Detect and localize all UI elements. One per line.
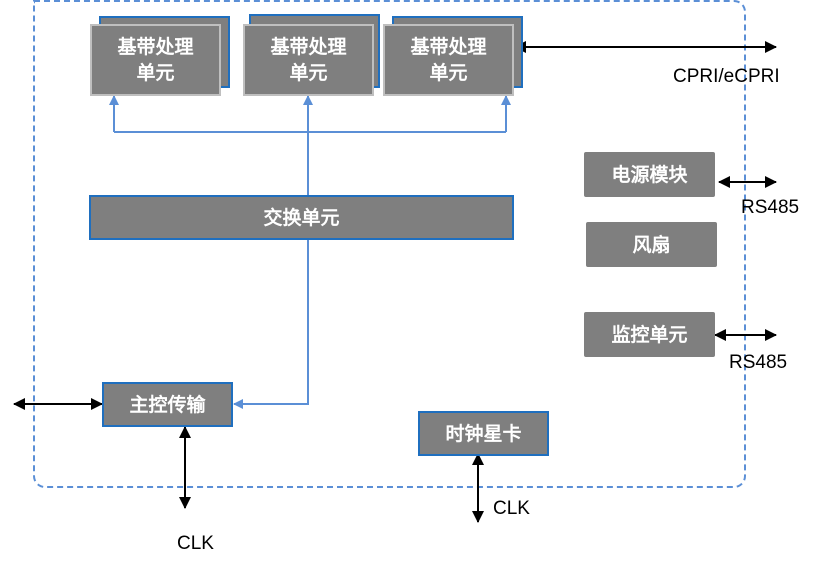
baseband-unit-2[interactable]: 基带处理单元	[243, 24, 374, 96]
rs485-power-label: RS485	[741, 197, 800, 218]
bus-to-main-control	[233, 132, 309, 409]
baseband-unit-1[interactable]: 基带处理单元	[90, 24, 221, 96]
clk-main-label: CLK	[177, 533, 214, 554]
switch-unit[interactable]: 交换单元	[89, 195, 514, 240]
main-control-unit[interactable]: 主控传输	[102, 382, 233, 427]
internal-bus	[109, 95, 511, 409]
fan-module[interactable]: 风扇	[586, 222, 717, 267]
main-control-label: 主控传输	[129, 393, 206, 416]
clock-card-label: 时钟星卡	[445, 422, 522, 445]
cpri-label: CPRI/eCPRI	[673, 66, 780, 87]
baseband-unit-1-label-line1: 基带处理	[117, 36, 194, 58]
fan-label: 风扇	[632, 233, 671, 256]
monitor-unit[interactable]: 监控单元	[584, 312, 715, 357]
clk-clock-label: CLK	[493, 498, 530, 519]
power-module-label: 电源模块	[611, 163, 688, 186]
baseband-unit-3-label-line1: 基带处理	[410, 36, 487, 58]
switch-unit-label: 交换单元	[263, 206, 340, 229]
baseband-unit-3-label-line2: 单元	[429, 62, 468, 84]
rs485-monitor-label: RS485	[729, 352, 788, 373]
monitor-unit-label: 监控单元	[611, 323, 688, 346]
clock-card[interactable]: 时钟星卡	[418, 411, 549, 456]
baseband-unit-3[interactable]: 基带处理单元	[383, 24, 514, 96]
power-module[interactable]: 电源模块	[584, 152, 715, 197]
device-boundary	[33, 0, 746, 488]
baseband-unit-2-label-line1: 基带处理	[270, 36, 347, 58]
baseband-unit-2-label-line2: 单元	[289, 62, 328, 84]
baseband-unit-1-label-line2: 单元	[136, 62, 175, 84]
